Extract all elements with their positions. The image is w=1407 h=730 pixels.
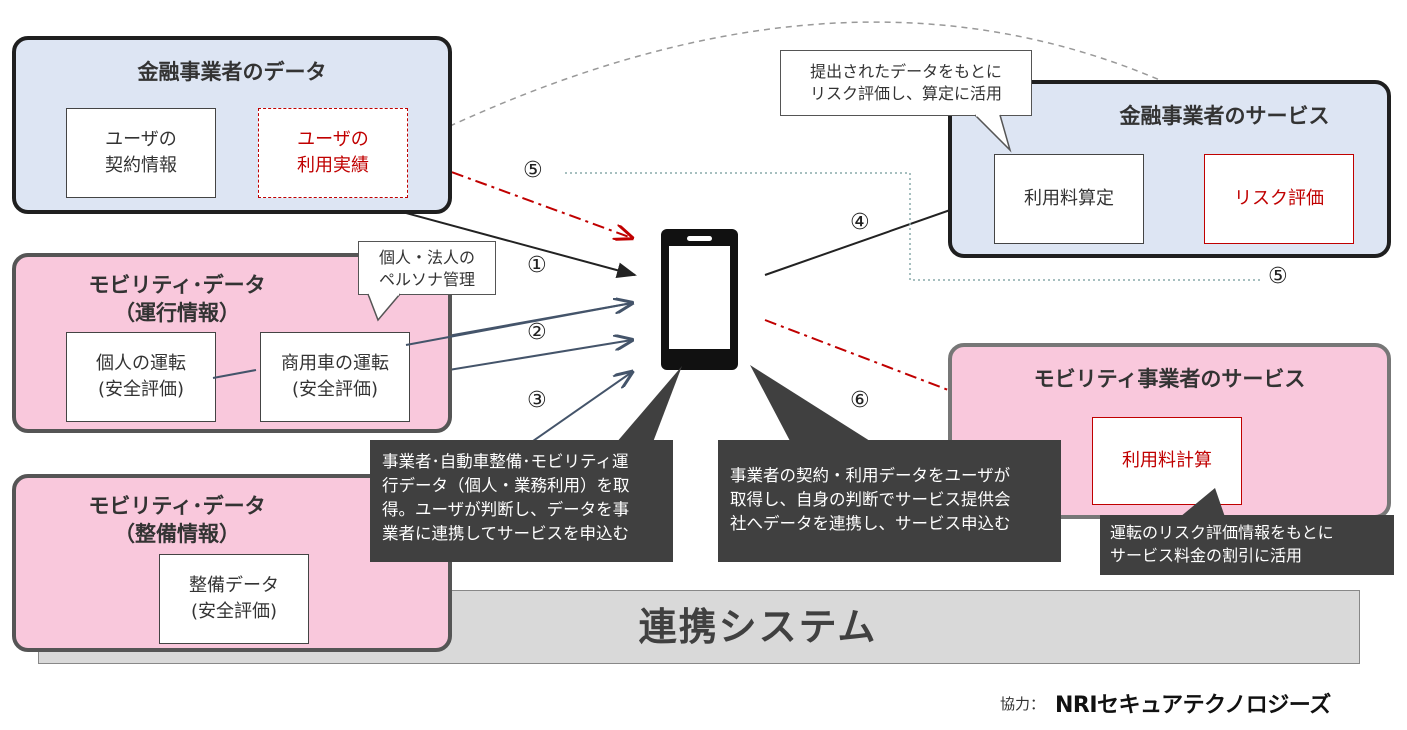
mobility-service-title: モビリティ事業者のサービス xyxy=(1033,367,1306,391)
step-4-number: ④ xyxy=(850,210,870,235)
personal-commercial-link xyxy=(212,369,257,379)
step-6-number: ⑥ xyxy=(850,388,870,413)
step-1-number: ① xyxy=(527,253,547,278)
finance-service-title: 金融事業者のサービス xyxy=(1119,104,1330,128)
usage-record-box: ユーザの 利用実績 xyxy=(258,108,408,198)
commercial-link-out xyxy=(405,302,633,346)
persona-callout: 個人・法人の ペルソナ管理 xyxy=(358,241,496,295)
right-note-tail xyxy=(750,365,870,441)
maintenance-data-box: 整備データ (安全評価) xyxy=(159,554,309,644)
credit-prefix: 協力： xyxy=(1000,694,1046,713)
step-3-number: ③ xyxy=(527,388,547,413)
platform-label: 連携システム xyxy=(638,605,878,649)
mobility-operation-title: モビリティ･データ （運行情報） xyxy=(88,273,266,326)
arrow-step6 xyxy=(764,319,1087,443)
smartphone-icon xyxy=(661,229,738,370)
risk-assessment-callout: 提出されたデータをもとに リスク評価し、算定に活用 xyxy=(780,50,1032,116)
step-2-number: ② xyxy=(527,320,547,345)
finance-data-panel: 金融事業者のデータ ユーザの 契約情報 ユーザの 利用実績 xyxy=(12,36,452,214)
discount-note: 運転のリスク評価情報をもとに サービス料金の割引に活用 xyxy=(1100,515,1394,575)
credit-line: 協力： NRIセキュアテクノロジーズ xyxy=(1000,688,1331,718)
mobility-maintenance-panel: モビリティ･データ （整備情報） 整備データ (安全評価) xyxy=(12,474,452,652)
risk-evaluation-box: リスク評価 xyxy=(1204,154,1354,244)
left-explanation-note: 事業者･自動車整備･モビリティ運 行データ（個人・業務利用）を取 得。ユーザが判… xyxy=(370,440,673,562)
step-5-number-left: ⑤ xyxy=(523,158,543,183)
left-note-tail xyxy=(610,366,682,450)
commercial-driving-box: 商用車の運転 (安全評価) xyxy=(260,332,410,422)
finance-data-title: 金融事業者のデータ xyxy=(137,60,327,84)
credit-company-logo: NRIセキュアテクノロジーズ xyxy=(1055,693,1331,718)
contract-info-box: ユーザの 契約情報 xyxy=(66,108,216,198)
fee-compute-box: 利用料計算 xyxy=(1092,417,1242,505)
right-explanation-note: 事業者の契約・利用データをユーザが 取得し、自身の判断でサービス提供会 社へデー… xyxy=(718,440,1061,562)
fee-calculation-box: 利用料算定 xyxy=(994,154,1144,244)
finance-service-panel: 金融事業者のサービス 利用料算定 リスク評価 xyxy=(948,80,1391,258)
mobility-maintenance-title: モビリティ･データ （整備情報） xyxy=(88,494,266,547)
step-5-number-right: ⑤ xyxy=(1268,264,1288,289)
arrow-step5-in xyxy=(404,154,632,238)
